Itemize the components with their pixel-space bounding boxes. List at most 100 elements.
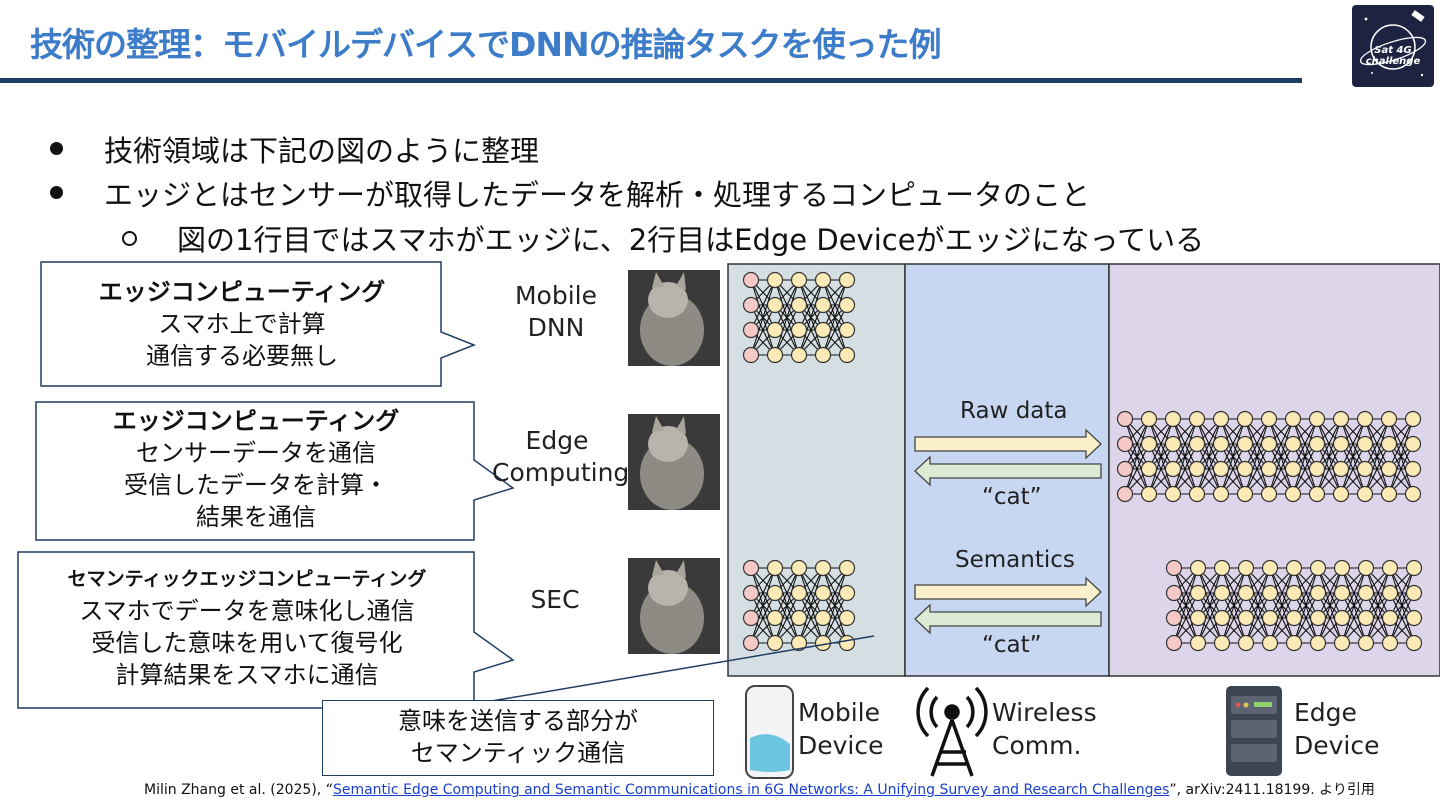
nn-edge [798, 567, 824, 619]
nn-edge [798, 304, 824, 356]
nn-node [766, 609, 784, 627]
nn-node [1284, 435, 1302, 453]
nn-edge [1316, 418, 1342, 495]
nn-node [1333, 559, 1351, 577]
callout-line: 結果を通信 [196, 503, 316, 531]
nn-edge [750, 279, 776, 356]
nn-node [1140, 485, 1158, 503]
nn-edge [1292, 443, 1318, 495]
nn-node [1285, 584, 1303, 602]
nn-node [1332, 435, 1350, 453]
nn-node [1213, 634, 1231, 652]
nn-node [790, 634, 808, 652]
nn-node [1381, 559, 1399, 577]
nn-edge [1173, 567, 1199, 619]
nn-node [1333, 584, 1351, 602]
nn-edge [822, 567, 848, 644]
nn-node [1332, 410, 1350, 428]
nn-node [838, 584, 856, 602]
nn-node [766, 346, 784, 364]
nn-node [790, 584, 808, 602]
legend-line: Comm. [992, 731, 1082, 760]
nn-edge [798, 567, 824, 644]
nn-edge [822, 592, 848, 644]
nn-edge [1124, 443, 1150, 495]
nn-node [1308, 410, 1326, 428]
nn-node [790, 346, 808, 364]
nn-node [1284, 460, 1302, 478]
callout-sec: セマンティックエッジコンピューティング スマホでデータを意味化し通信 受信した意… [22, 563, 472, 691]
legend-edge-device: Edge Device [1294, 696, 1380, 762]
nn-edge [1221, 592, 1247, 644]
nn-edge [774, 567, 800, 644]
nn-node [1357, 634, 1375, 652]
slide-title: 技術の整理：モバイルデバイスでDNNの推論タスクを使った例 [30, 25, 942, 64]
nn-node [742, 296, 760, 314]
nn-node [1405, 609, 1423, 627]
callout-bubble-1 [40, 261, 477, 387]
nn-node [1356, 435, 1374, 453]
nn-node [1285, 634, 1303, 652]
nn-node [1405, 634, 1423, 652]
nn-node [1236, 410, 1254, 428]
nn-node [766, 271, 784, 289]
nn-node [766, 634, 784, 652]
neural-net-edge-row2 [1116, 410, 1422, 503]
row-label-sec: SEC [510, 584, 600, 616]
nn-node [1165, 609, 1183, 627]
nn-edge [1148, 418, 1174, 470]
nn-node [790, 609, 808, 627]
nn-node [838, 346, 856, 364]
nn-node [838, 271, 856, 289]
nn-edge [798, 592, 824, 644]
nn-node [1116, 460, 1134, 478]
nn-edge [1148, 418, 1174, 495]
nn-node [1309, 584, 1327, 602]
nn-edge [1364, 443, 1390, 495]
nn-node [1212, 485, 1230, 503]
nn-node [1404, 460, 1422, 478]
nn-node [1404, 485, 1422, 503]
nn-node [742, 634, 760, 652]
nn-edge [750, 279, 776, 331]
nn-edge [1365, 592, 1391, 644]
nn-edge [1172, 418, 1198, 470]
nn-node [1356, 410, 1374, 428]
nn-node [1285, 609, 1303, 627]
nn-node [1308, 460, 1326, 478]
arrow-raw-data [914, 428, 1102, 460]
nn-edge [1124, 418, 1150, 470]
nn-node [1308, 435, 1326, 453]
nn-node [1237, 559, 1255, 577]
nn-edge [798, 279, 824, 356]
cat-photo-row1 [628, 270, 720, 366]
nn-edge [1172, 443, 1198, 495]
nn-edge [1341, 567, 1367, 644]
nn-edge [1173, 567, 1199, 644]
nn-edge [1364, 418, 1390, 495]
row-label-line: SEC [530, 585, 580, 614]
nn-edge [1293, 592, 1319, 644]
nn-edge [1172, 418, 1198, 495]
nn-edge [1268, 418, 1294, 495]
nn-node [1189, 584, 1207, 602]
callout-edge-computing: エッジコンピューティング センサーデータを通信 受信したデータを計算・ 結果を通… [40, 405, 472, 533]
nn-node [1284, 485, 1302, 503]
nn-edge [750, 592, 776, 644]
nn-edge [774, 592, 800, 644]
nn-node [1381, 634, 1399, 652]
nn-edge [1365, 567, 1391, 644]
citation-link[interactable]: Semantic Edge Computing and Semantic Com… [332, 782, 1170, 798]
callout-line: 通信する必要無し [146, 342, 338, 370]
nn-edge [798, 279, 824, 331]
nn-node [1140, 460, 1158, 478]
nn-node [1236, 485, 1254, 503]
nn-node [1116, 485, 1134, 503]
nn-node [1188, 485, 1206, 503]
nn-edge [1341, 592, 1367, 644]
nn-node [1308, 485, 1326, 503]
legend-line: Device [798, 731, 884, 760]
legend-line: Device [1294, 731, 1380, 760]
nn-node [814, 609, 832, 627]
nn-node [1381, 609, 1399, 627]
